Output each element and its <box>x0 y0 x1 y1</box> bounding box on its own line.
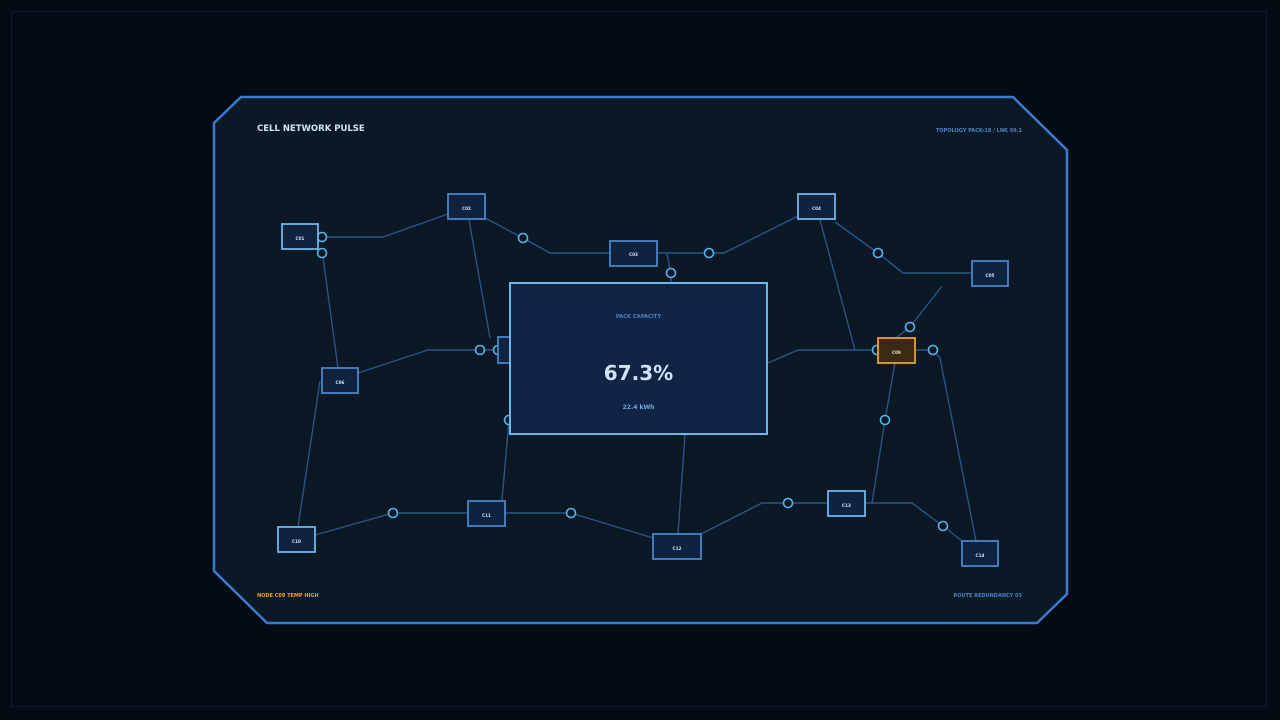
topology-label: TOPOLOGY PACK-18 / LNK 99.1 <box>936 128 1023 134</box>
link-c03-c04 <box>657 215 799 254</box>
node-c01[interactable]: C01 <box>281 223 319 250</box>
link-c02-c03 <box>484 217 610 254</box>
node-label: C02 <box>462 206 471 211</box>
node-c11[interactable]: C11 <box>467 500 506 527</box>
link-cap-c09 <box>767 349 878 364</box>
node-label: C03 <box>629 252 638 257</box>
redundancy-text: ROUTE REDUNDANCY 03 <box>953 593 1022 599</box>
node-label: C12 <box>673 546 682 551</box>
junction <box>387 507 399 519</box>
link-cap-c12 <box>677 433 686 535</box>
link-c06-c07 <box>357 349 498 374</box>
junction <box>927 344 939 356</box>
node-c09[interactable]: C09 <box>877 337 916 364</box>
node-label: C11 <box>482 513 491 518</box>
link-c06-c10 <box>297 380 321 528</box>
link-c04-c05 <box>834 221 972 274</box>
link-c01-c06 <box>321 249 339 369</box>
junction <box>937 520 949 532</box>
capacity-label: PACK CAPACITY <box>616 314 661 320</box>
node-label: C01 <box>296 236 305 241</box>
capacity-card[interactable]: PACK CAPACITY 67.3% 22.4 kWh <box>509 282 768 435</box>
capacity-energy: 22.4 kWh <box>623 404 655 411</box>
junction <box>665 267 677 279</box>
junction <box>879 414 891 426</box>
node-c13[interactable]: C13 <box>827 490 866 517</box>
junction <box>565 507 577 519</box>
link-c02-c07 <box>468 219 491 339</box>
node-label: C05 <box>986 273 995 278</box>
node-c14[interactable]: C14 <box>961 540 999 567</box>
link-c13-c14 <box>865 502 963 542</box>
junction <box>782 497 794 509</box>
node-c02[interactable]: C02 <box>447 193 486 220</box>
node-label: C14 <box>976 553 985 558</box>
junction <box>517 232 529 244</box>
link-c12-c13 <box>700 502 828 535</box>
link-c04-c09 <box>819 219 856 351</box>
node-c03[interactable]: C03 <box>609 240 658 267</box>
capacity-value: 67.3% <box>604 361 673 385</box>
node-label: C06 <box>336 380 345 385</box>
link-c07-c11 <box>501 419 510 501</box>
junction <box>872 247 884 259</box>
node-label: C04 <box>812 206 821 211</box>
junction <box>316 247 328 259</box>
node-c12[interactable]: C12 <box>652 533 702 560</box>
junctions-group <box>316 231 949 532</box>
junction <box>474 344 486 356</box>
link-c09-c14 <box>915 349 977 542</box>
junction <box>904 321 916 333</box>
alert-text: NODE C09 TEMP HIGH <box>257 593 319 599</box>
panel-title: CELL NETWORK PULSE <box>257 124 365 134</box>
node-c10[interactable]: C10 <box>277 526 316 553</box>
node-c05[interactable]: C05 <box>971 260 1009 287</box>
node-label: C13 <box>842 503 851 508</box>
node-label: C10 <box>292 539 301 544</box>
link-c01-c02 <box>318 213 449 238</box>
junction <box>703 247 715 259</box>
node-label: C09 <box>892 350 901 355</box>
node-c06[interactable]: C06 <box>321 367 359 394</box>
node-c04[interactable]: C04 <box>797 193 836 220</box>
